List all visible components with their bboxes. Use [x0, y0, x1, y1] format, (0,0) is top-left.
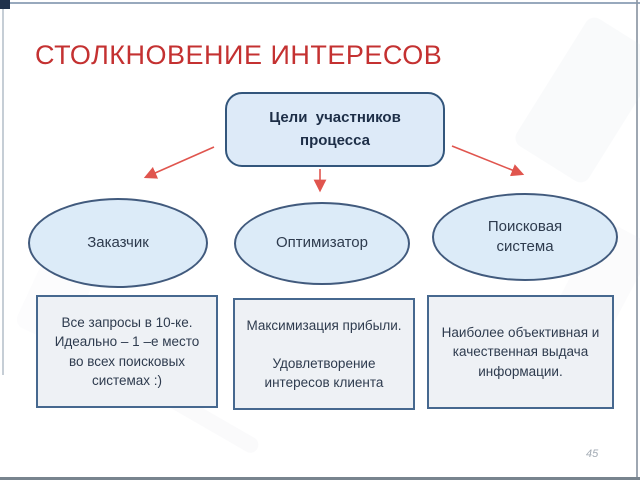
goal-box-customer: Все запросы в 10-ке. Идеально – 1 –е мес… [36, 295, 218, 408]
node-optimizer: Оптимизатор [234, 202, 410, 285]
slide-border-left [2, 0, 4, 375]
node-search-engine: Поисковая система [432, 193, 618, 281]
page-number: 45 [586, 448, 599, 460]
slide-border-right [636, 0, 638, 480]
slide-border-bottom [0, 477, 640, 480]
arrow-to-customer [143, 146, 215, 179]
watermark-shape [511, 13, 640, 187]
goal-box-customer-text: Все запросы в 10-ке. Идеально – 1 –е мес… [54, 315, 200, 388]
node-optimizer-label: Оптимизатор [275, 234, 368, 252]
arrow-to-search [451, 145, 525, 177]
goal-box-optimizer: Максимизация прибыли. Удовлетворение инт… [233, 298, 415, 410]
node-search-engine-label: Поисковая система [487, 217, 563, 255]
slide-border-top [0, 2, 640, 4]
node-customer: Заказчик [28, 198, 208, 288]
node-customer-label: Заказчик [87, 233, 149, 251]
goal-box-search-engine-text: Наиболее объективная и качественная выда… [441, 325, 600, 379]
node-process-goals-label: Цели участников процесса [269, 109, 401, 149]
goal-box-search-engine: Наиболее объективная и качественная выда… [427, 295, 614, 409]
corner-mark [0, 0, 10, 9]
slide-title: СТОЛКНОВЕНИЕ ИНТЕРЕСОВ [35, 40, 443, 70]
node-process-goals: Цели участников процесса [225, 92, 445, 167]
goal-box-optimizer-text: Максимизация прибыли. Удовлетворение инт… [246, 317, 402, 391]
